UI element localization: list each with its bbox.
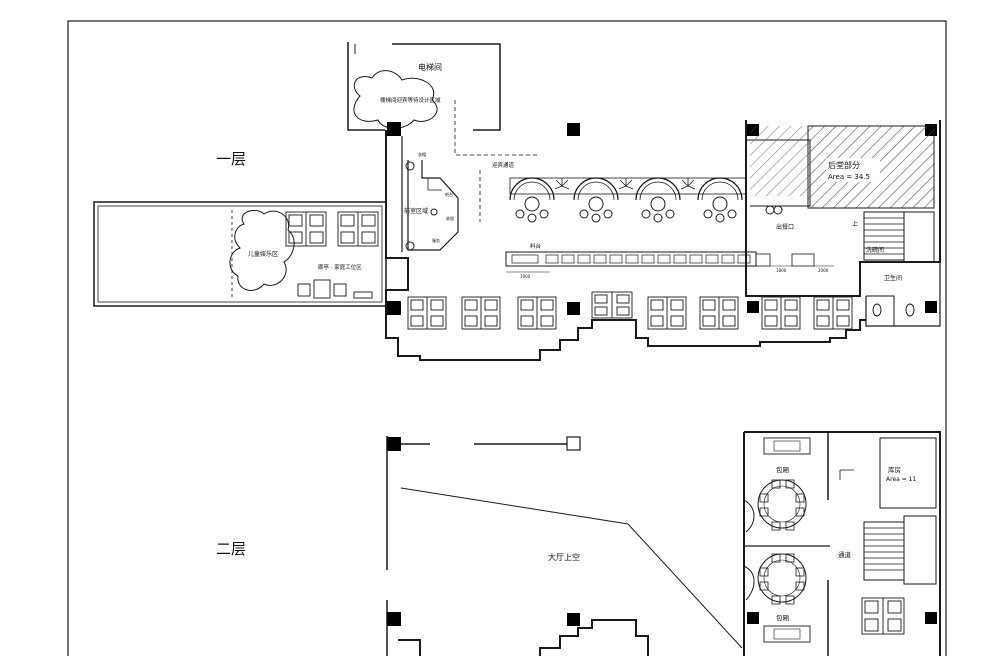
toilet-fixtures xyxy=(866,295,915,326)
table-second-floor xyxy=(861,597,905,635)
toilet-label: 卫生间 xyxy=(884,274,902,282)
sheet-border xyxy=(67,20,947,656)
storage-room xyxy=(879,437,937,509)
condiment-label: 料台 xyxy=(530,242,542,250)
side-label-4: 服务 xyxy=(432,237,440,243)
west-pavilion xyxy=(93,201,387,307)
side-label-3: 收银 xyxy=(446,215,454,221)
pavilion-label: 廊亭 · 家庭工位区 xyxy=(318,263,362,271)
dining-tables-south xyxy=(407,291,853,330)
private-room-bottom-label: 包厢 xyxy=(776,613,790,622)
floor-label-second: 二层 xyxy=(216,540,246,558)
stairs-up-label: 上 xyxy=(852,220,858,228)
storage-area: Area = 11 xyxy=(886,476,916,483)
dim-2: 1800 xyxy=(776,268,787,273)
structural-columns-second xyxy=(387,437,937,626)
floor-label-first: 一层 xyxy=(216,150,246,168)
dish-wash-label: 洗碗间 xyxy=(866,246,884,254)
stairs-second xyxy=(863,515,937,585)
side-label-2: 吧台 xyxy=(445,191,453,197)
elevator-hall-label: 电梯间 xyxy=(418,62,442,72)
dim-1: 1900 xyxy=(520,274,531,279)
elevator-hall xyxy=(347,42,501,131)
second-floor-walls xyxy=(386,431,941,656)
planter-strip xyxy=(509,177,747,195)
front-desk-area xyxy=(405,160,459,251)
kids-play-label: 儿童娱乐区 xyxy=(248,250,278,258)
private-room-top xyxy=(757,437,811,531)
booth-seating xyxy=(509,177,743,223)
food-exit-fixture xyxy=(765,205,783,215)
food-exit-label: 出餐口 xyxy=(776,223,794,231)
dim-3: 2000 xyxy=(818,268,829,273)
front-desk-label: 前室区域 xyxy=(404,207,428,215)
private-room-bottom xyxy=(757,553,811,643)
back-kitchen-label: 后堂部分 xyxy=(828,160,860,170)
stairs-first xyxy=(863,211,935,263)
back-kitchen-area: Area = 34.5 xyxy=(828,173,870,181)
hall-void-label: 大厅上空 xyxy=(548,552,580,562)
elevator-welcome-label: 楼梯间迎宾等待设计区域 xyxy=(380,96,441,104)
welcome-channel-label: 迎宾通道 xyxy=(492,161,515,169)
side-label-1: 衣帽 xyxy=(418,151,426,157)
storage-label: 库房 xyxy=(888,465,901,474)
private-room-top-label: 包厢 xyxy=(776,465,790,474)
corridor-label: 通道 xyxy=(838,550,852,559)
condiment-counter xyxy=(505,251,834,273)
